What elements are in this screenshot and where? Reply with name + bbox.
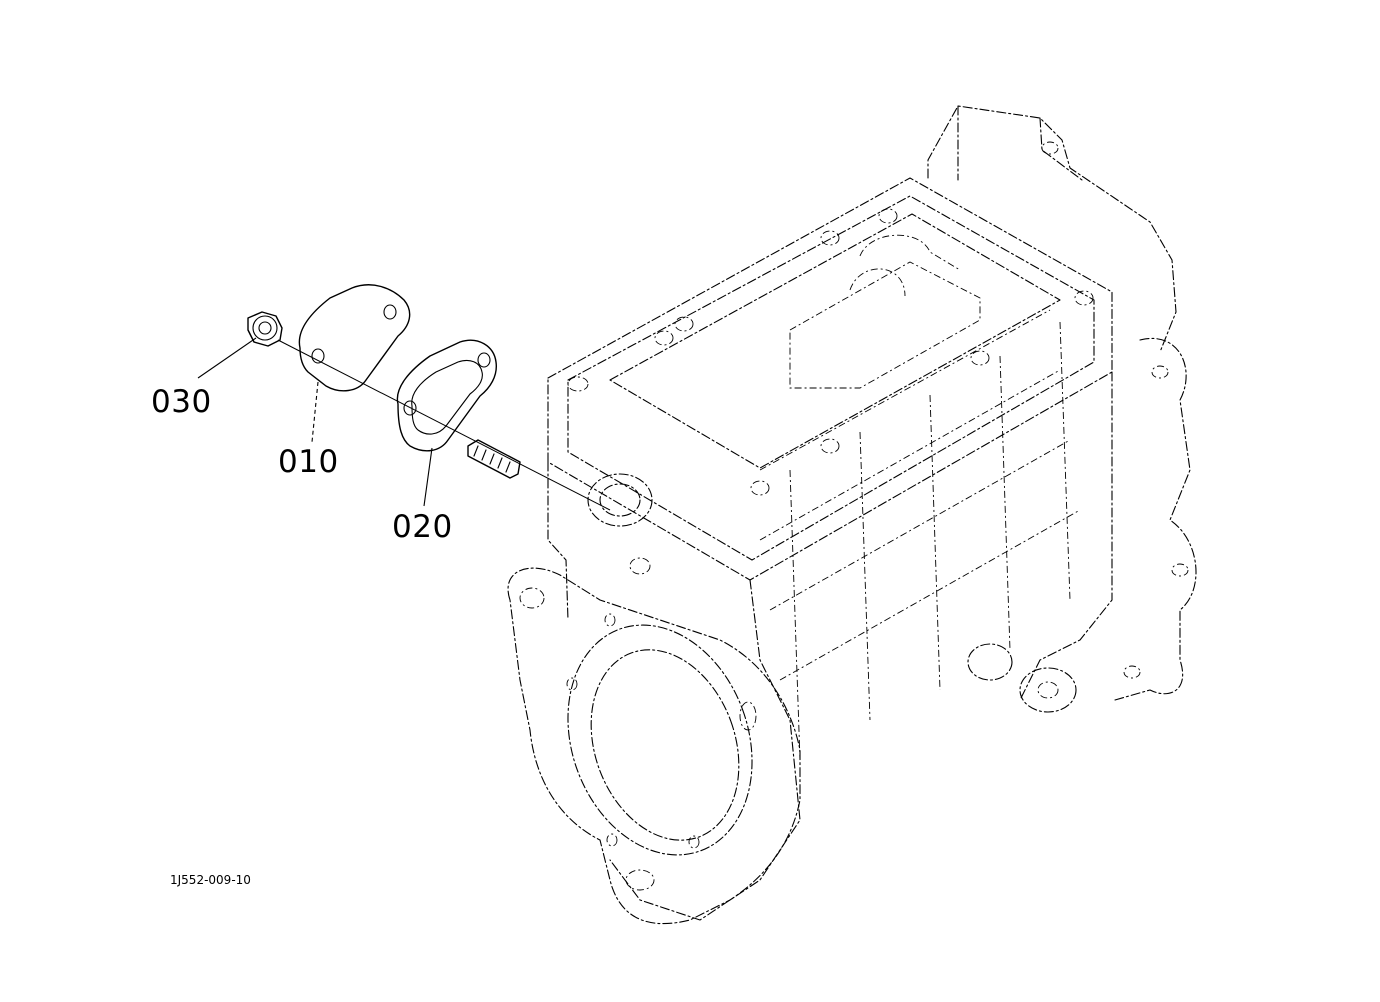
gasket-part <box>396 339 497 452</box>
leader-010 <box>311 381 319 443</box>
nut-part <box>247 311 283 347</box>
callout-010: 010 <box>278 444 339 480</box>
leader-030 <box>197 337 257 379</box>
assembly-axis-line <box>277 339 611 511</box>
stud-part <box>467 439 521 479</box>
callout-030: 030 <box>151 384 212 420</box>
cover-plate-part <box>298 284 411 392</box>
callout-020: 020 <box>392 509 453 545</box>
figure-code: 1J552-009-10 <box>170 873 251 887</box>
transmission-case-phantom <box>507 105 1197 925</box>
leader-020 <box>423 447 433 507</box>
